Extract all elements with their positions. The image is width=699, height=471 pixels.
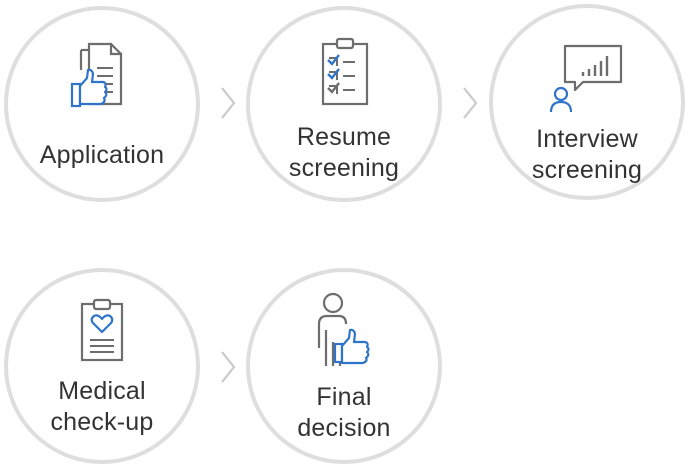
step-medical-check-up: Medical check-up (4, 268, 200, 464)
label-line: screening (531, 156, 643, 184)
label-line: Interview (536, 125, 638, 153)
step-application: Application (4, 6, 200, 202)
chevron-right-icon (463, 87, 478, 119)
label-line: Resume (296, 123, 392, 151)
step-label-medical-check-up: Medical check-up (8, 376, 196, 438)
clipboard-heart-icon (80, 298, 124, 362)
presentation-person-icon (549, 44, 623, 113)
label-line: Medical (58, 377, 146, 405)
label-line: Application (39, 141, 165, 169)
chevron-right-icon (221, 351, 236, 383)
step-label-final-decision: Final decision (250, 382, 438, 444)
step-final-decision: Final decision (246, 268, 442, 464)
label-line: check-up (50, 408, 154, 436)
clipboard-checklist-icon (321, 37, 369, 106)
label-line: screening (288, 154, 400, 182)
label-line: decision (297, 414, 391, 442)
chevron-right-icon (221, 87, 236, 119)
step-label-interview-screening: Interview screening (493, 124, 681, 186)
step-resume-screening: Resume screening (246, 6, 442, 202)
step-label-resume-screening: Resume screening (250, 122, 438, 184)
person-thumbs-up-icon (317, 292, 370, 366)
document-thumbs-up-icon (70, 42, 123, 108)
label-line: Final (316, 383, 372, 411)
step-interview-screening: Interview screening (489, 4, 685, 200)
step-label-application: Application (8, 140, 196, 171)
